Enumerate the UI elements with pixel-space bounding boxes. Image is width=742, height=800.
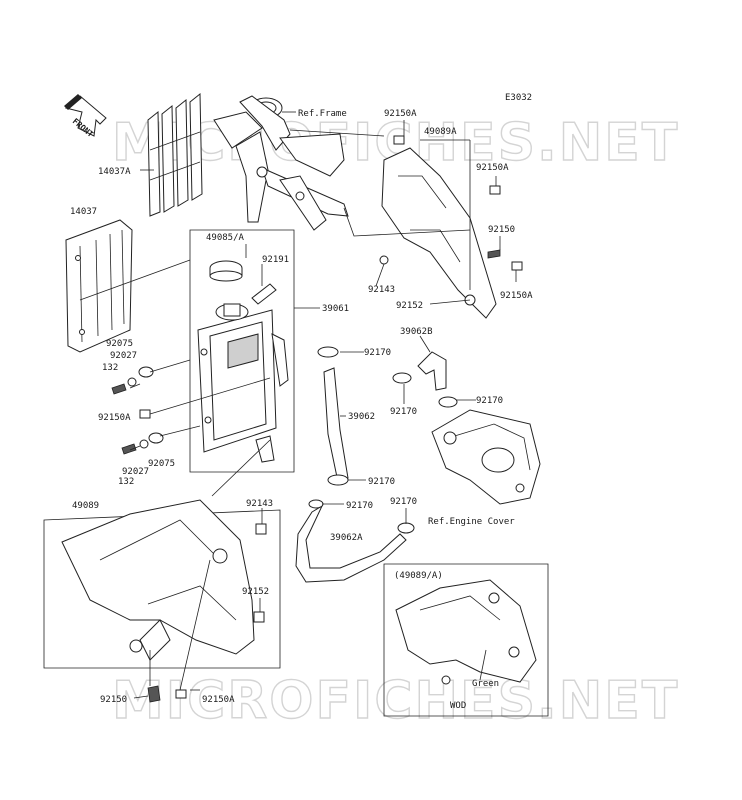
- collar-92027-top: [127, 377, 137, 387]
- callout-92170-e: 92170: [346, 501, 373, 511]
- callout-92152-top: 92152: [396, 301, 423, 311]
- clamp-92170-c: [438, 396, 458, 408]
- shroud-49089: [61, 499, 255, 661]
- variant-box: [383, 563, 549, 717]
- callout-92027-top: 92027: [110, 351, 137, 361]
- callout-39061: 39061: [322, 304, 349, 314]
- callout-39062B: 39062B: [400, 327, 433, 337]
- callout-92150A-r2: 92150A: [500, 291, 533, 301]
- overflow-tube-92191: [251, 283, 277, 305]
- callout-132-top: 132: [102, 363, 118, 373]
- callout-92170-c: 92170: [476, 396, 503, 406]
- label-ref-engine-cover: Ref.Engine Cover: [428, 517, 515, 527]
- bolt-92150A-r2: [511, 261, 523, 271]
- hose-39062B: [417, 351, 447, 391]
- watermark-bottom: MICROFICHES.NET: [112, 671, 679, 731]
- diagram-code: E3032: [505, 93, 532, 103]
- callout-92152-bot: 92152: [242, 587, 269, 597]
- label-ref-frame: Ref.Frame: [298, 109, 347, 119]
- callout-92170-f: 92170: [390, 497, 417, 507]
- callout-132-bot: 132: [118, 477, 134, 487]
- callout-14037A: 14037A: [98, 167, 131, 177]
- clamp-92170-e: [308, 499, 324, 509]
- callout-92170-b: 92170: [390, 407, 417, 417]
- bolt-92150A-top: [393, 135, 405, 145]
- front-arrow-icon: FRONT: [64, 94, 107, 139]
- callout-39062: 39062: [348, 412, 375, 422]
- radiator-39061: [197, 303, 289, 463]
- grommet-92075-top: [138, 366, 154, 378]
- bolt-92150A-left: [139, 409, 151, 419]
- callout-39062A: 39062A: [330, 533, 363, 543]
- radiator-assembly-frame: [189, 229, 295, 473]
- bolt-92152-bot: [253, 611, 265, 623]
- radiator-cap-49085: [209, 260, 243, 282]
- radiator-grille-14037A: [147, 92, 203, 217]
- frame-part: [213, 95, 349, 231]
- hose-39062A: [295, 504, 407, 583]
- callout-92150A-r1: 92150A: [476, 163, 509, 173]
- label-variant: (49089/A): [394, 571, 443, 581]
- callout-49089: 49089: [72, 501, 99, 511]
- clamp-92170-f: [397, 522, 415, 534]
- callout-92075-top: 92075: [106, 339, 133, 349]
- callout-14037: 14037: [70, 207, 97, 217]
- callout-92143-top: 92143: [368, 285, 395, 295]
- clamp-92170-b: [392, 372, 412, 384]
- callout-92170-d: 92170: [368, 477, 395, 487]
- callout-92150A-bot: 92150A: [202, 695, 235, 705]
- callout-92143-bot: 92143: [246, 499, 273, 509]
- callout-92191: 92191: [262, 255, 289, 265]
- bolt-92143-bot: [255, 523, 267, 535]
- clamp-92170-a: [317, 346, 339, 358]
- bolt-92150A-bot: [175, 689, 187, 699]
- collar-92027-bot: [139, 439, 149, 449]
- bolt-132-bot: [121, 443, 137, 455]
- callout-92150-r: 92150: [488, 225, 515, 235]
- callout-49089A: 49089A: [424, 127, 457, 137]
- callout-92075-bot: 92075: [148, 459, 175, 469]
- callout-92027-bot: 92027: [122, 467, 149, 477]
- engine-cover: [431, 409, 541, 505]
- label-green: Green: [472, 679, 499, 689]
- grommet-92075-bot: [148, 432, 164, 444]
- callout-92150A-top: 92150A: [384, 109, 417, 119]
- callout-92150-bot: 92150: [100, 695, 127, 705]
- hose-39062: [323, 367, 349, 483]
- callout-92150A-left: 92150A: [98, 413, 131, 423]
- callout-49085A: 49085/A: [206, 233, 245, 243]
- shroud-variant: [395, 579, 537, 685]
- radiator-louver-14037: [65, 219, 133, 353]
- bolt-132-top: [111, 383, 127, 395]
- shroud-49089A: [379, 147, 497, 319]
- label-wod: WOD: [450, 701, 466, 711]
- callout-92170-a: 92170: [364, 348, 391, 358]
- bolt-92150-bot: [147, 685, 161, 703]
- bolt-92150-r: [487, 249, 501, 259]
- clamp-92170-d: [327, 474, 349, 486]
- bolt-92150A-r1: [489, 185, 501, 195]
